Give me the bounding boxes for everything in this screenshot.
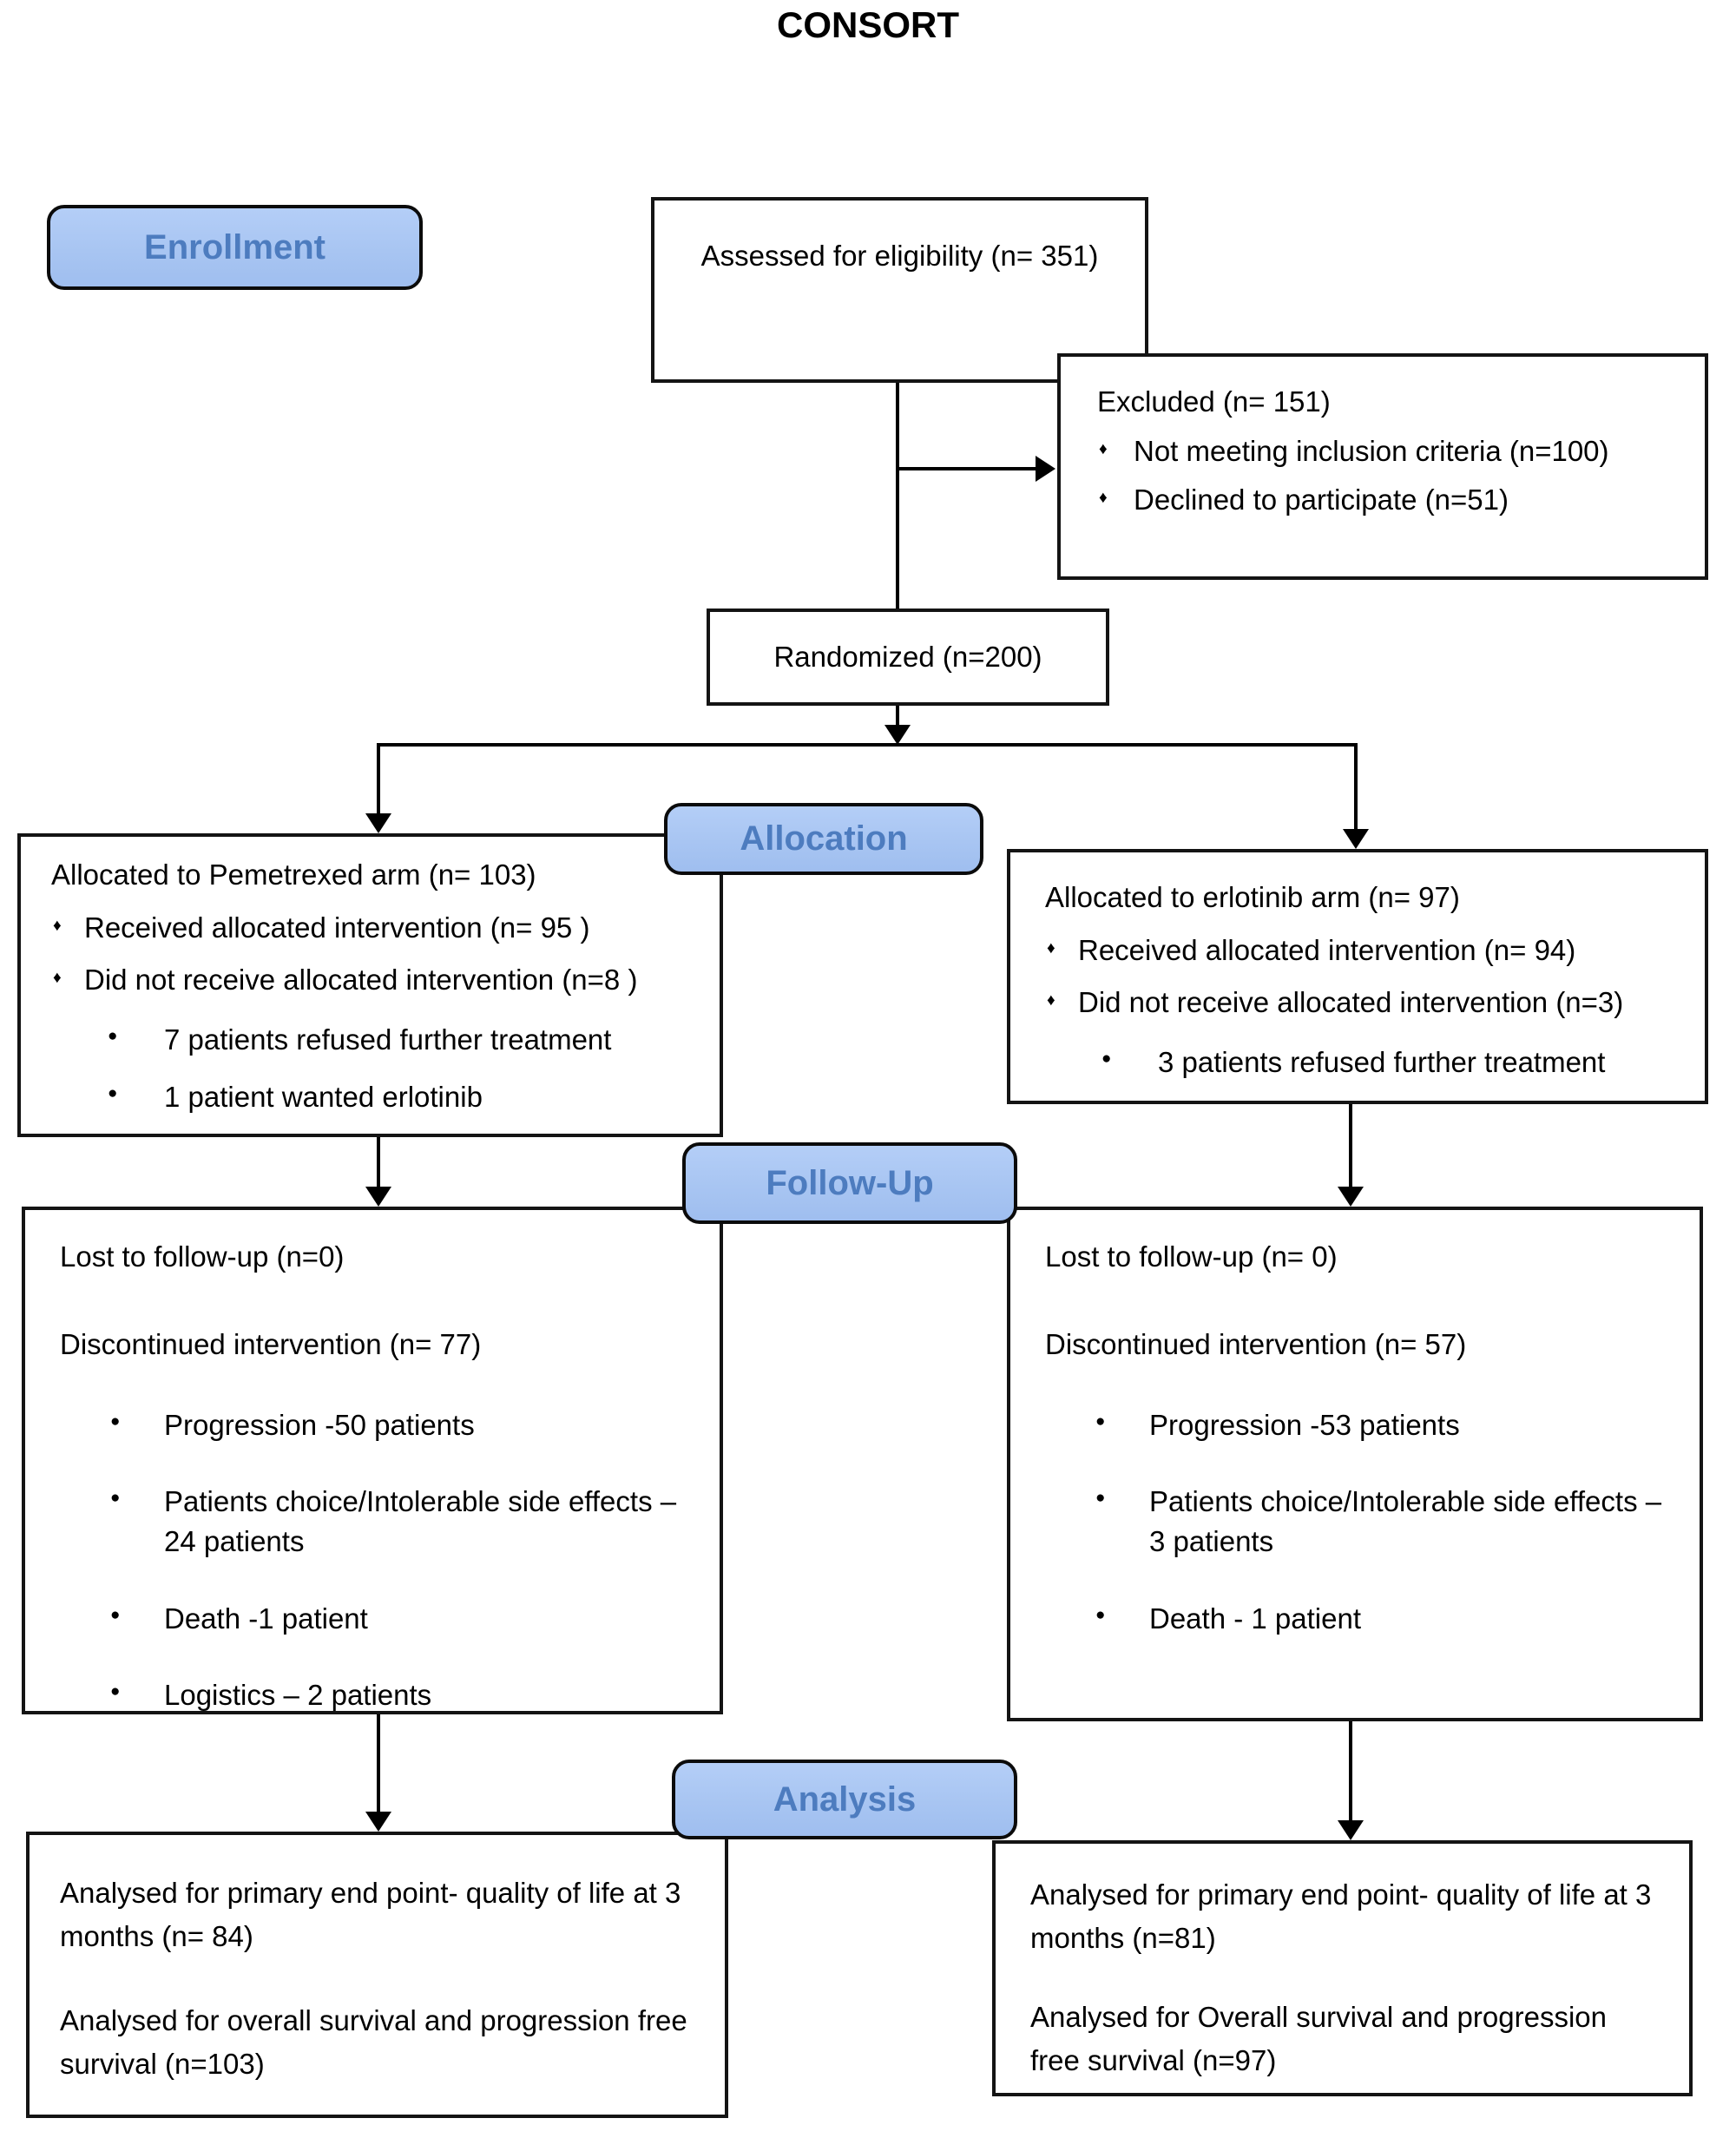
box-followup-erlotinib: Lost to follow-up (n= 0) Discontinued in… <box>1007 1207 1703 1721</box>
an-left-para2: Analysed for overall survival and progre… <box>60 2004 687 2080</box>
connector-to-excluded <box>896 467 1038 470</box>
alloc-left-bullet-list: 7 patients refused further treatment 1 pa… <box>51 1021 695 1117</box>
connector-alloc-to-fu-left <box>377 1137 380 1187</box>
box-followup-pemetrexed: Lost to follow-up (n=0) Discontinued int… <box>22 1207 723 1714</box>
fu-right-lost: Lost to follow-up (n= 0) <box>1045 1240 1338 1273</box>
box-analysis-pemetrexed: Analysed for primary end point- quality … <box>26 1832 728 2118</box>
stage-label-followup-text: Follow-Up <box>766 1163 934 1202</box>
assessed-text: Assessed for eligibility (n= 351) <box>700 240 1099 272</box>
excluded-list: Not meeting inclusion criteria (n=100) De… <box>1097 432 1679 520</box>
alloc-left-reason: 1 patient wanted erlotinib <box>51 1078 695 1117</box>
connector-assessed-to-randomized <box>896 383 899 610</box>
connector-split-to-alloc-left <box>377 743 380 814</box>
box-analysis-erlotinib: Analysed for primary end point- quality … <box>992 1840 1693 2096</box>
box-excluded: Excluded (n= 151) Not meeting inclusion … <box>1057 353 1708 580</box>
connector-fu-to-analysis-right <box>1349 1721 1352 1821</box>
stage-label-enrollment-text: Enrollment <box>144 227 326 266</box>
arrowhead-alloc-left <box>365 813 391 833</box>
stage-label-allocation: Allocation <box>664 803 983 875</box>
fu-left-reason: Death -1 patient <box>60 1599 694 1639</box>
alloc-right-bullet-list: 3 patients refused further treatment <box>1045 1043 1680 1082</box>
fu-left-reason: Logistics – 2 patients <box>60 1675 694 1715</box>
stage-label-enrollment: Enrollment <box>47 205 423 290</box>
connector-randomized-to-split <box>896 706 899 727</box>
connector-split-to-alloc-right <box>1354 743 1358 830</box>
arrowhead-excluded <box>1036 456 1055 482</box>
alloc-left-diamond-list: Received allocated intervention (n= 95 )… <box>51 909 695 1000</box>
an-left-para1: Analysed for primary end point- quality … <box>60 1877 681 1952</box>
box-allocation-erlotinib: Allocated to erlotinib arm (n= 97) Recei… <box>1007 849 1708 1104</box>
arrowhead-analysis-right <box>1338 1820 1364 1840</box>
arrowhead-fu-right <box>1338 1187 1364 1207</box>
alloc-right-reason: 3 patients refused further treatment <box>1045 1043 1680 1082</box>
stage-label-analysis-text: Analysis <box>773 1779 917 1819</box>
fu-left-reason: Patients choice/Intolerable side effects… <box>60 1482 694 1562</box>
excluded-title: Excluded (n= 151) <box>1097 385 1331 418</box>
fu-left-bullet-list: Progression -50 patientsPatients choice/… <box>60 1405 694 1715</box>
fu-right-bullet-list: Progression -53 patientsPatients choice/… <box>1045 1405 1674 1639</box>
alloc-right-item: Did not receive allocated intervention (… <box>1045 983 1680 1023</box>
page-title: CONSORT <box>777 4 959 45</box>
arrowhead-analysis-left <box>365 1812 391 1832</box>
fu-left-discontinued: Discontinued intervention (n= 77) <box>60 1327 482 1360</box>
fu-left-reason: Progression -50 patients <box>60 1405 694 1445</box>
fu-right-discontinued: Discontinued intervention (n= 57) <box>1045 1327 1467 1360</box>
split-line <box>377 743 1358 747</box>
alloc-right-diamond-list: Received allocated intervention (n= 94) D… <box>1045 931 1680 1023</box>
box-assessed: Assessed for eligibility (n= 351) <box>651 197 1148 383</box>
fu-right-reason: Death - 1 patient <box>1045 1599 1674 1639</box>
connector-fu-to-analysis-left <box>377 1714 380 1812</box>
alloc-left-item: Received allocated intervention (n= 95 ) <box>51 909 695 948</box>
alloc-left-title: Allocated to Pemetrexed arm (n= 103) <box>51 858 536 891</box>
arrowhead-alloc-right <box>1343 829 1369 849</box>
box-allocation-pemetrexed: Allocated to Pemetrexed arm (n= 103) Rec… <box>17 833 723 1137</box>
alloc-right-title: Allocated to erlotinib arm (n= 97) <box>1045 881 1460 913</box>
alloc-right-item: Received allocated intervention (n= 94) <box>1045 931 1680 970</box>
stage-label-followup: Follow-Up <box>682 1142 1017 1224</box>
alloc-left-item: Did not receive allocated intervention (… <box>51 961 695 1000</box>
stage-label-allocation-text: Allocation <box>740 819 908 858</box>
arrowhead-split-junction <box>884 725 911 745</box>
stage-label-analysis: Analysis <box>672 1760 1017 1839</box>
fu-left-lost: Lost to follow-up (n=0) <box>60 1240 345 1273</box>
randomized-text: Randomized (n=200) <box>773 640 1042 673</box>
fu-right-reason: Progression -53 patients <box>1045 1405 1674 1445</box>
excluded-item: Not meeting inclusion criteria (n=100) <box>1097 432 1679 471</box>
an-right-para1: Analysed for primary end point- quality … <box>1030 1878 1652 1954</box>
alloc-left-reason: 7 patients refused further treatment <box>51 1021 695 1060</box>
connector-alloc-to-fu-right <box>1349 1104 1352 1187</box>
arrowhead-fu-left <box>365 1187 391 1207</box>
box-randomized: Randomized (n=200) <box>707 609 1109 706</box>
excluded-item: Declined to participate (n=51) <box>1097 481 1679 520</box>
an-right-para2: Analysed for Overall survival and progre… <box>1030 2001 1607 2076</box>
fu-right-reason: Patients choice/Intolerable side effects… <box>1045 1482 1674 1562</box>
